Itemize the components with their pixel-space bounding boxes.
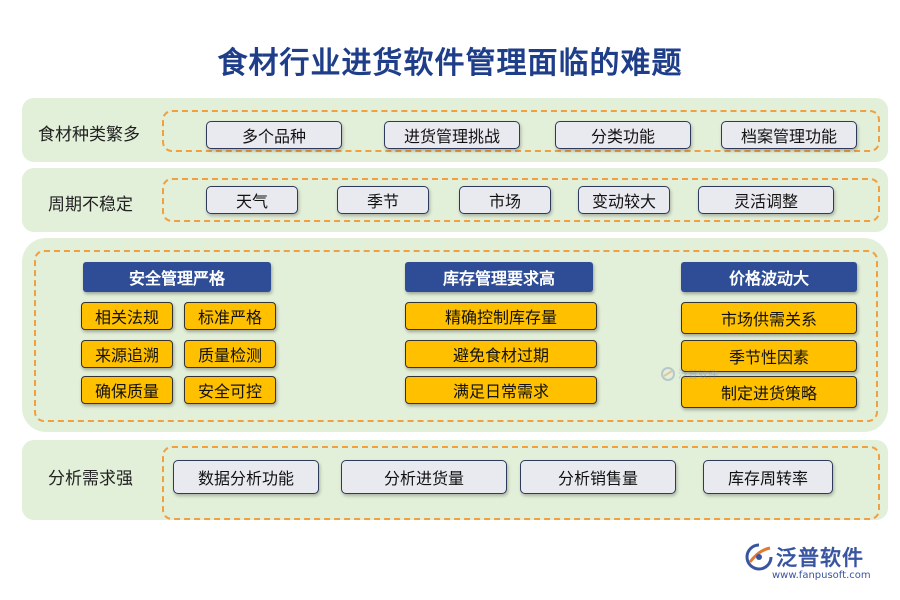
dashed-frame-analysis: [162, 446, 880, 520]
row-label-analysis: 分析需求强: [48, 469, 133, 489]
tag-cycle-1: 天气: [206, 186, 298, 214]
tag-variety-4: 档案管理功能: [721, 121, 857, 149]
logo-url: www.fanpusoft.com: [772, 570, 871, 581]
brand-logo: 泛普软件 www.fanpusoft.com: [744, 540, 884, 590]
safety-item-4: 质量检测: [184, 340, 276, 368]
price-item-1: 市场供需关系: [681, 302, 857, 334]
safety-item-3: 来源追溯: [81, 340, 173, 368]
header-inventory: 库存管理要求高: [405, 262, 593, 292]
page-title: 食材行业进货软件管理面临的难题: [217, 46, 683, 81]
logo-name: 泛普软件: [776, 546, 864, 570]
header-price: 价格波动大: [681, 262, 857, 292]
band-analysis: 分析需求强 数据分析功能 分析进货量 分析销售量 库存周转率: [22, 440, 888, 520]
row-label-cycle: 周期不稳定: [48, 195, 133, 215]
band-variety: 食材种类繁多 多个品种 进货管理挑战 分类功能 档案管理功能: [22, 98, 888, 162]
band-core-issues: 安全管理严格 相关法规 标准严格 来源追溯 质量检测 确保质量 安全可控 库存管…: [22, 238, 888, 432]
safety-item-6: 安全可控: [184, 376, 276, 404]
tag-cycle-2: 季节: [337, 186, 429, 214]
price-item-3: 制定进货策略: [681, 376, 857, 408]
safety-item-1: 相关法规: [81, 302, 173, 330]
dashed-frame-variety: [162, 110, 880, 152]
tag-variety-2: 进货管理挑战: [384, 121, 520, 149]
band-cycle: 周期不稳定 天气 季节 市场 变动较大 灵活调整: [22, 168, 888, 232]
watermark-logo-icon: [661, 367, 675, 381]
row-label-variety: 食材种类繁多: [38, 125, 140, 145]
watermark: 泛普软件: [660, 366, 720, 382]
inventory-item-3: 满足日常需求: [405, 376, 597, 404]
tag-variety-1: 多个品种: [206, 121, 342, 149]
tag-cycle-5: 灵活调整: [698, 186, 834, 214]
tag-analysis-3: 分析销售量: [520, 460, 676, 494]
safety-item-5: 确保质量: [81, 376, 173, 404]
fanpu-logo-icon: [745, 543, 773, 571]
header-safety: 安全管理严格: [83, 262, 271, 292]
inventory-item-1: 精确控制库存量: [405, 302, 597, 330]
dashed-frame-cycle: [162, 178, 880, 222]
tag-analysis-1: 数据分析功能: [173, 460, 319, 494]
tag-analysis-2: 分析进货量: [341, 460, 507, 494]
tag-cycle-3: 市场: [459, 186, 551, 214]
tag-cycle-4: 变动较大: [578, 186, 670, 214]
price-item-2: 季节性因素: [681, 340, 857, 372]
safety-item-2: 标准严格: [184, 302, 276, 330]
tag-variety-3: 分类功能: [555, 121, 691, 149]
watermark-text: 泛普软件: [678, 370, 718, 381]
dashed-frame-core: [34, 250, 878, 422]
inventory-item-2: 避免食材过期: [405, 340, 597, 368]
tag-analysis-4: 库存周转率: [703, 460, 833, 494]
